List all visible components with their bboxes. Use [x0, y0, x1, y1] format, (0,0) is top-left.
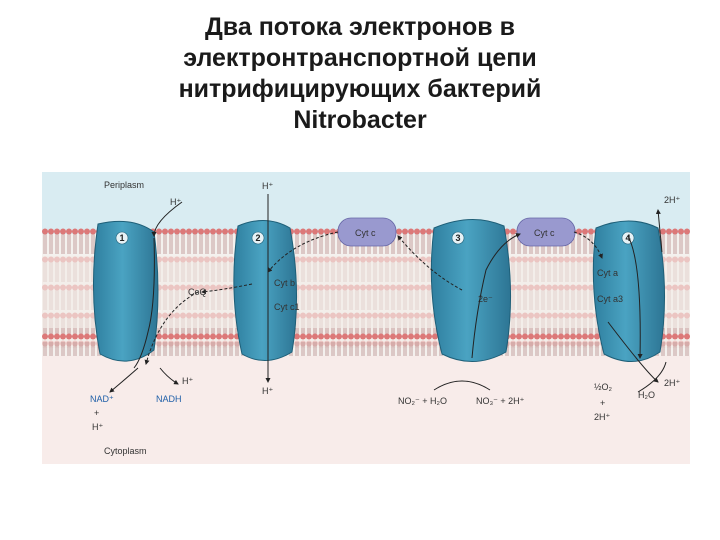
title-line-2: электронтранспортной цепи: [183, 44, 537, 72]
cytoplasm-label: Cytoplasm: [104, 446, 147, 456]
nadh-label: NADH: [156, 394, 182, 404]
slide-title: Два потока электронов в электронтранспор…: [0, 12, 720, 136]
plus-sign-2: +: [600, 398, 605, 408]
cytc1-label: Cyt c1: [274, 302, 300, 312]
complex-3: 3 2e⁻: [430, 218, 512, 363]
periplasm-label: Periplasm: [104, 180, 144, 190]
h-cyto-1: H⁺: [182, 376, 193, 386]
nitrate-label: NO₃⁻ + 2H⁺: [476, 396, 525, 406]
h-periplasm-1: H⁺: [170, 197, 181, 207]
water-label: H₂O: [638, 390, 655, 400]
nitrite-label: NO₂⁻ + H₂O: [398, 396, 447, 406]
h-nad-label: H⁺: [92, 422, 103, 432]
cytc-right-label: Cyt c: [534, 228, 555, 238]
title-line-1: Два потока электронов в: [205, 13, 515, 41]
h2-right-label: 2H⁺: [664, 378, 681, 388]
complex-1: 1: [92, 220, 159, 362]
half-o2-label: ½O₂: [594, 382, 613, 392]
cyta-label: Cyt a: [597, 268, 618, 278]
title-line-4: Nitrobacter: [293, 106, 427, 134]
h-cyto-2: H⁺: [262, 386, 273, 396]
h-top-right: 2H⁺: [664, 195, 681, 205]
h2-bottom-label: 2H⁺: [594, 412, 611, 422]
electron-transport-diagram: 1 2 Cyt b Cyt c1 3 2e⁻ 4 Cyt a Cyt a3 Cy…: [42, 172, 690, 464]
h-periplasm-2: H⁺: [262, 181, 273, 191]
cytc-left-label: Cyt c: [355, 228, 376, 238]
plus-sign-1: +: [94, 408, 99, 418]
complex-1-label: 1: [119, 233, 124, 243]
complex-4: 4 Cyt a Cyt a3: [592, 220, 666, 362]
cytoplasm-region: [42, 356, 690, 464]
complex-2: 2 Cyt b Cyt c1: [233, 220, 300, 361]
complex-4-label: 4: [625, 233, 630, 243]
complex-2-label: 2: [255, 233, 260, 243]
electron-flow-paths: [109, 194, 667, 393]
cytb-label: Cyt b: [274, 278, 295, 288]
cytc-right: Cyt c: [516, 217, 576, 247]
cytc-left: Cyt c: [337, 217, 397, 247]
title-line-3: нитрифицирующих бактерий: [178, 75, 542, 103]
cyta3-label: Cyt a3: [597, 294, 623, 304]
nad-label: NAD⁺: [90, 394, 114, 404]
complex-3-label: 3: [455, 233, 460, 243]
two-electrons-label: 2e⁻: [478, 294, 493, 304]
coq-label: CoQ: [188, 287, 207, 297]
